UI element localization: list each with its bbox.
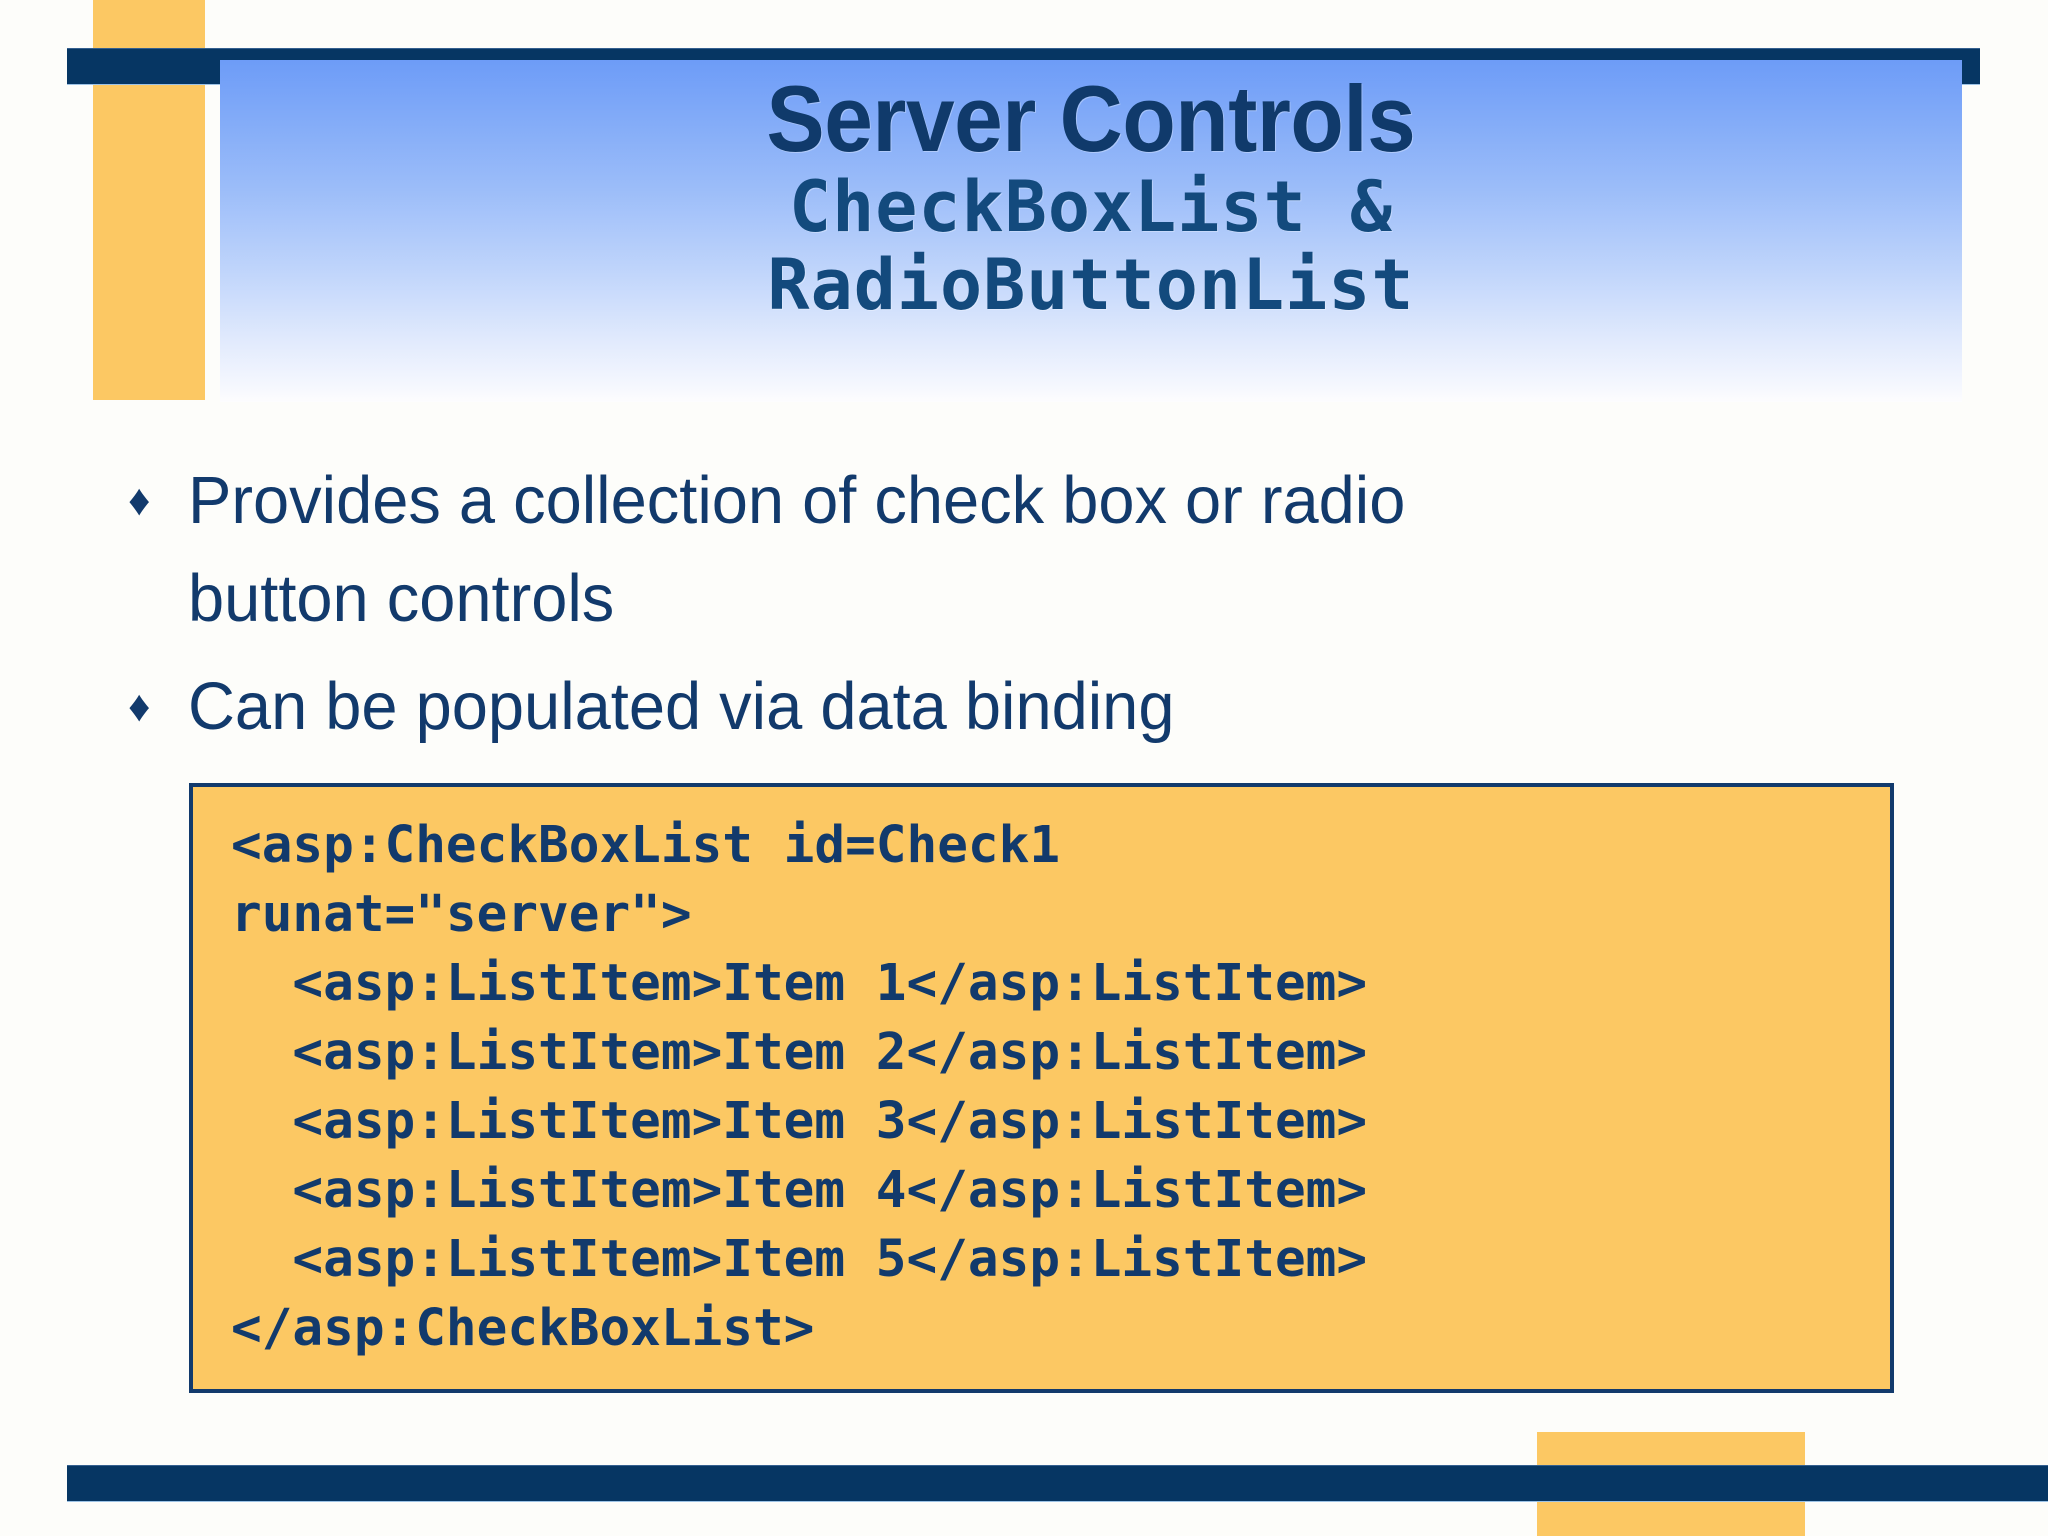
code-line: <asp:ListItem>Item 1</asp:ListItem> bbox=[231, 954, 1368, 1013]
code-line: <asp:CheckBoxList id=Check1 bbox=[231, 816, 1061, 875]
code-line: <asp:ListItem>Item 3</asp:ListItem> bbox=[231, 1092, 1368, 1151]
bullet-text-1: Provides a collection of check box or ra… bbox=[188, 463, 1406, 636]
code-line: <asp:ListItem>Item 5</asp:ListItem> bbox=[231, 1230, 1368, 1289]
code-line: </asp:CheckBoxList> bbox=[231, 1299, 815, 1358]
title-gradient-panel bbox=[220, 60, 1962, 402]
list-item: ♦ Provides a collection of check box or … bbox=[118, 452, 1678, 648]
bullet-list: ♦ Provides a collection of check box or … bbox=[118, 452, 1678, 766]
code-line: runat="server"> bbox=[231, 885, 692, 944]
subtitle-line-2: RadioButtonList bbox=[767, 244, 1415, 327]
code-sample-box: <asp:CheckBoxList id=Check1 runat="serve… bbox=[189, 783, 1894, 1393]
bullet-text-2: Can be populated via data binding bbox=[188, 669, 1175, 744]
decorative-navy-rule-bottom bbox=[67, 1465, 2048, 1502]
diamond-bullet-icon: ♦ bbox=[128, 682, 151, 731]
subtitle-line-1: CheckBoxList & bbox=[788, 165, 1393, 248]
code-line: <asp:ListItem>Item 4</asp:ListItem> bbox=[231, 1161, 1368, 1220]
page-title: Server Controls bbox=[766, 66, 1416, 171]
code-line: <asp:ListItem>Item 2</asp:ListItem> bbox=[231, 1023, 1368, 1082]
diamond-bullet-icon: ♦ bbox=[128, 476, 151, 525]
slide-title-block: Server Controls CheckBoxList & RadioButt… bbox=[220, 60, 1962, 402]
list-item: ♦ Can be populated via data binding bbox=[118, 658, 1678, 756]
